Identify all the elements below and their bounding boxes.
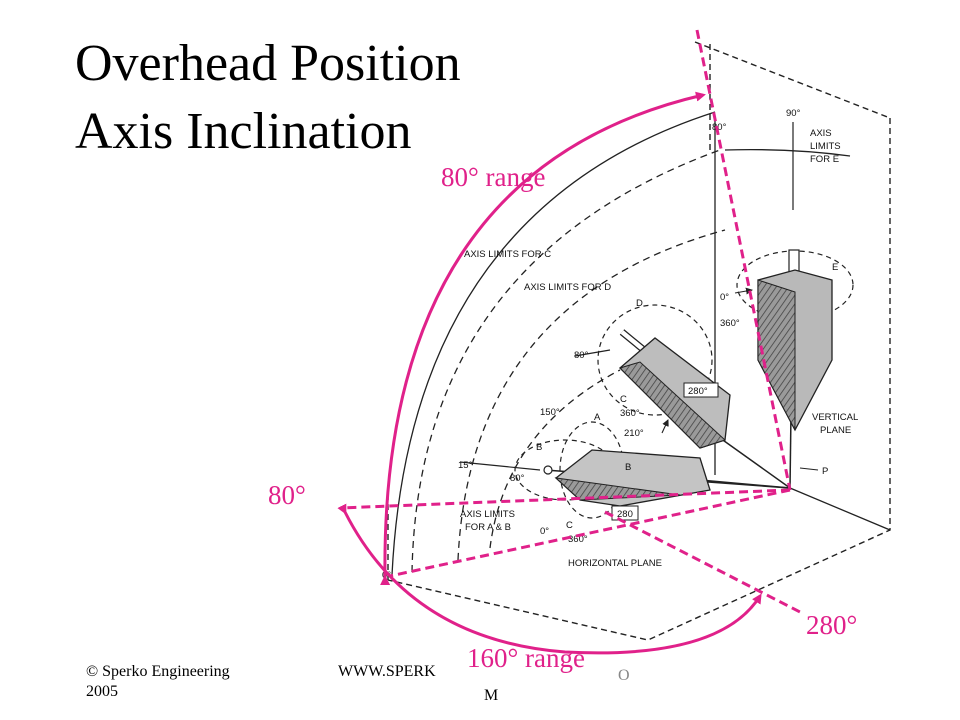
annotation-80-degrees: 80°: [268, 480, 306, 510]
label-c-lower: C: [566, 520, 573, 531]
pink-annotations: [337, 29, 801, 655]
annotation-range-80: 80° range: [441, 162, 546, 192]
label-d-360: 360°: [620, 408, 640, 419]
label-axis-limits-d: AXIS LIMITS FOR D: [524, 282, 611, 293]
annotation-280-degrees: 280°: [806, 610, 858, 640]
range-80-arc: [380, 91, 706, 586]
label-p: P: [822, 466, 828, 477]
label-vertical-plane-1: VERTICAL: [812, 412, 858, 423]
footer-copyright-line-2: 2005: [86, 683, 118, 700]
slide-title-line-2: Axis Inclination: [75, 103, 412, 160]
label-d-80: 80°: [574, 350, 589, 361]
label-15: 15°: [458, 460, 473, 471]
label-210: 210°: [624, 428, 644, 439]
label-80-top: 80°: [712, 122, 727, 133]
footer-url-part-2: O: [618, 667, 630, 684]
label-axis-limits-c: AXIS LIMITS FOR C: [464, 249, 551, 260]
label-axis-limits-e-2: LIMITS: [810, 141, 841, 152]
overhead-axis-line: [695, 29, 792, 491]
label-b-left: B: [536, 442, 542, 453]
label-d-280: 280°: [688, 386, 708, 397]
label-d: D: [636, 298, 643, 309]
label-c-upper: C: [620, 394, 627, 405]
label-e: E: [832, 262, 838, 273]
electrode-e: [736, 249, 854, 432]
label-80-b: 80°: [510, 473, 525, 484]
electrode-d: [597, 304, 731, 449]
label-axis-limits-ab-1: AXIS LIMITS: [460, 509, 515, 520]
label-150: 150°: [540, 407, 560, 418]
footer-copyright: © Sperko Engineering 2005: [86, 662, 230, 702]
annotation-range-160: 160° range: [467, 643, 586, 673]
electrode-ab: [514, 421, 711, 521]
label-e-0: 0°: [720, 292, 729, 303]
footer-url-part-3: M: [484, 687, 499, 704]
label-axis-limits-ab-2: FOR A & B: [465, 522, 511, 533]
label-b-right: B: [625, 462, 631, 473]
label-e-360: 360°: [720, 318, 740, 329]
label-vertical-plane-2: PLANE: [820, 425, 851, 436]
label-a: A: [594, 412, 601, 423]
footer-copyright-line-1: © Sperko Engineering: [86, 663, 230, 680]
label-ab-0: 0°: [540, 526, 549, 537]
label-axis-limits-e-3: FOR E: [810, 154, 839, 165]
footer-url-part-1: WWW.SPERK: [338, 663, 436, 680]
label-axis-limits-e-1: AXIS: [810, 128, 832, 139]
slide-title-line-1: Overhead Position: [75, 35, 461, 92]
range-160-arc: [337, 503, 762, 655]
label-90: 90°: [786, 108, 801, 119]
label-horizontal-plane: HORIZONTAL PLANE: [568, 558, 662, 569]
horizontal-80-line: [339, 488, 791, 510]
